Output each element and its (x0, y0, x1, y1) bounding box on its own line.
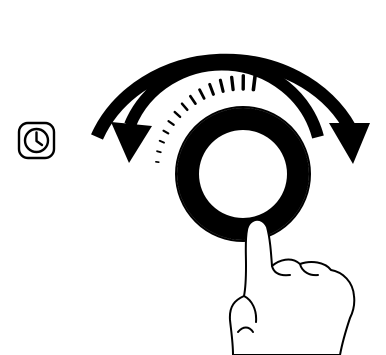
scale-tick (175, 112, 180, 117)
scale-tick (182, 104, 187, 110)
pointing-hand (230, 220, 354, 355)
scale-tick (160, 141, 164, 143)
rotary-knob (176, 107, 310, 241)
scale-tick (190, 96, 195, 103)
scale-tick (169, 121, 174, 125)
scale-tick (220, 80, 223, 91)
scale-tick (253, 76, 255, 90)
scale-tick (232, 77, 233, 89)
scale-tick (200, 90, 205, 99)
scale-tick (157, 151, 161, 152)
scale-tick (164, 131, 169, 134)
scale-tick (210, 84, 214, 94)
clock-icon (19, 123, 54, 158)
